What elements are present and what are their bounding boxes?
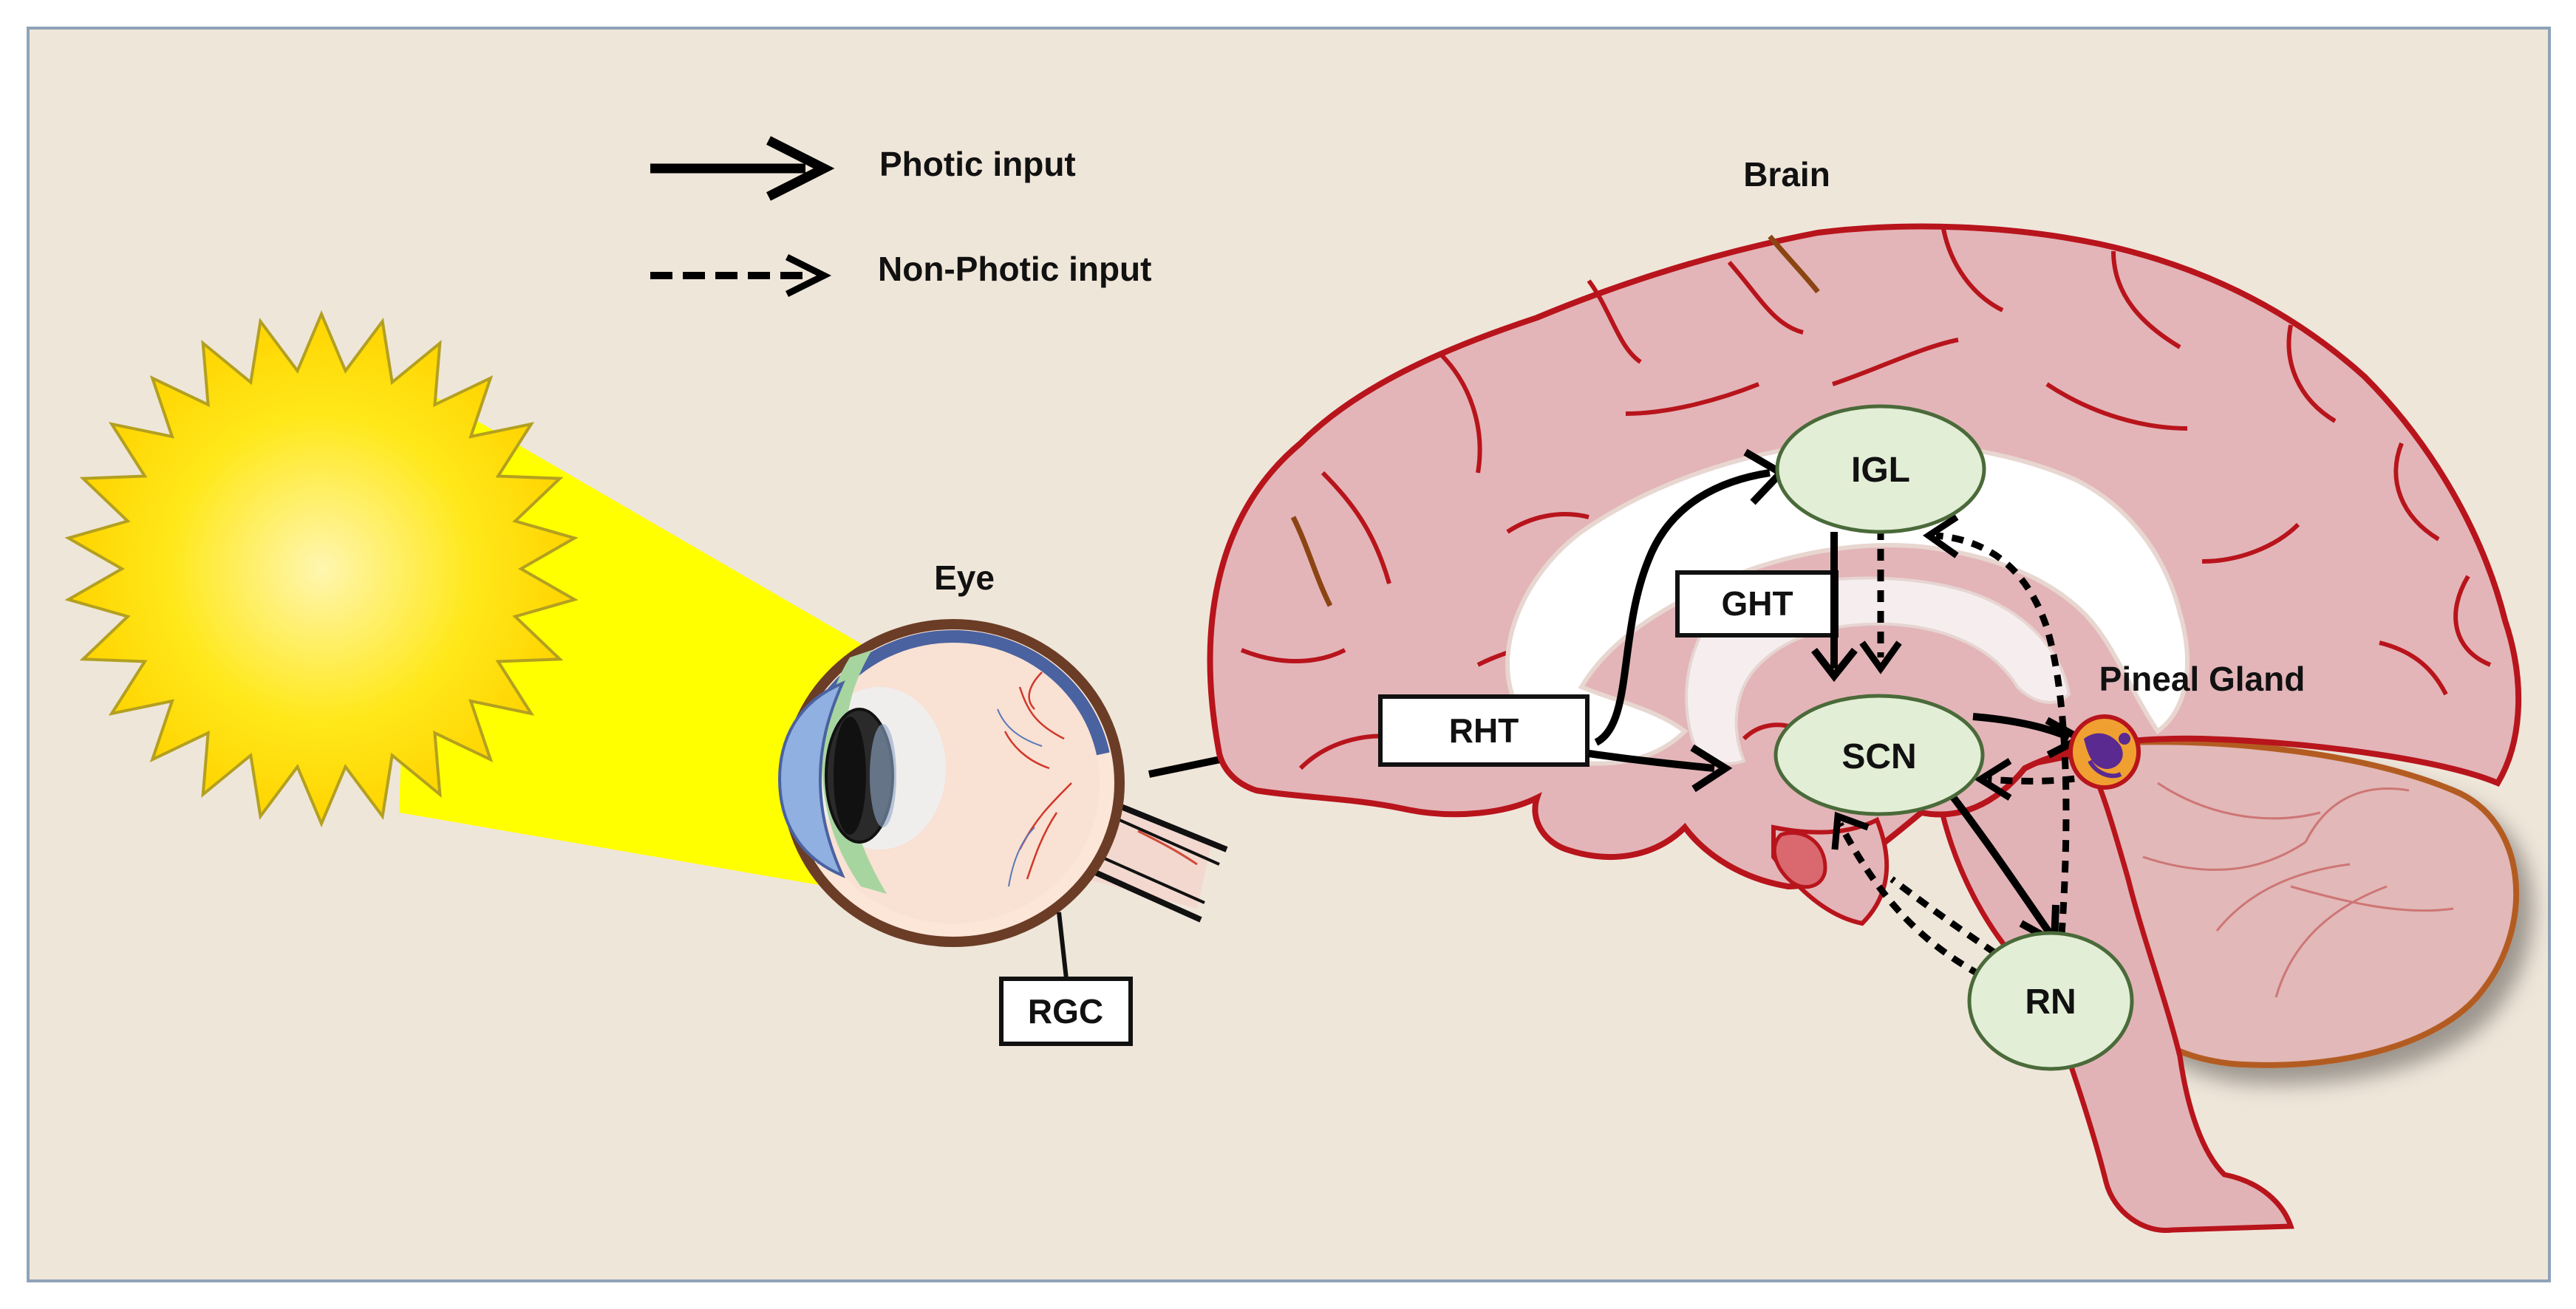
nonphotic-arrowheads: [1831, 514, 2012, 850]
pineal-gland: Pineal Gland: [2068, 660, 2306, 790]
retina-vessels: [1004, 671, 1072, 880]
brain-label: Brain: [1743, 155, 1830, 194]
igl-label: IGL: [1851, 451, 1910, 490]
rht-box: RHT: [1378, 694, 1589, 767]
legend-nonphotic-arrowhead: [785, 253, 832, 298]
scn-to-rn-arrow: [1948, 791, 2054, 937]
rgc-box: RGC: [999, 977, 1133, 1046]
sun-icon: [64, 310, 579, 828]
pineal-label: Pineal Gland: [2099, 660, 2306, 698]
nonphotic-arrows: [1837, 528, 2096, 978]
scn-label: SCN: [1841, 737, 1916, 776]
legend: Photic input Non-Photic input: [650, 136, 1151, 298]
rgc-label: RGC: [1028, 992, 1103, 1031]
legend-photic-arrowhead: [766, 136, 835, 201]
rn-to-scn-dotted-arrow-2: [1890, 876, 1997, 956]
igl-to-scn-solid-arrowhead: [1811, 647, 1858, 683]
rn-to-igl-dotted-arrow: [1935, 532, 2070, 935]
corpus-callosum: [1505, 440, 2190, 766]
rn-nucleus: RN: [1967, 931, 2134, 1071]
rn-label: RN: [2025, 982, 2076, 1022]
legend-nonphotic-label: Non-Photic input: [878, 250, 1151, 288]
eye-icon: Eye: [777, 558, 1228, 980]
rn-to-scn-dotted-arrow: [1837, 821, 1983, 978]
scn-to-pineal-arrow: [1972, 713, 2071, 741]
rht-to-igl-arrow: [1594, 469, 1771, 746]
igl-nucleus: IGL: [1775, 404, 1986, 534]
scn-nucleus: SCN: [1773, 694, 1985, 816]
rht-to-scn-arrowhead: [1690, 744, 1733, 793]
eye-label: Eye: [934, 558, 995, 597]
legend-photic-label: Photic input: [879, 145, 1076, 183]
ght-label: GHT: [1721, 584, 1793, 623]
rht-label: RHT: [1449, 711, 1519, 750]
ght-box: GHT: [1675, 570, 1839, 638]
rgc-pointer-line: [1057, 912, 1069, 980]
rht-to-scn-arrow: [1588, 750, 1715, 772]
